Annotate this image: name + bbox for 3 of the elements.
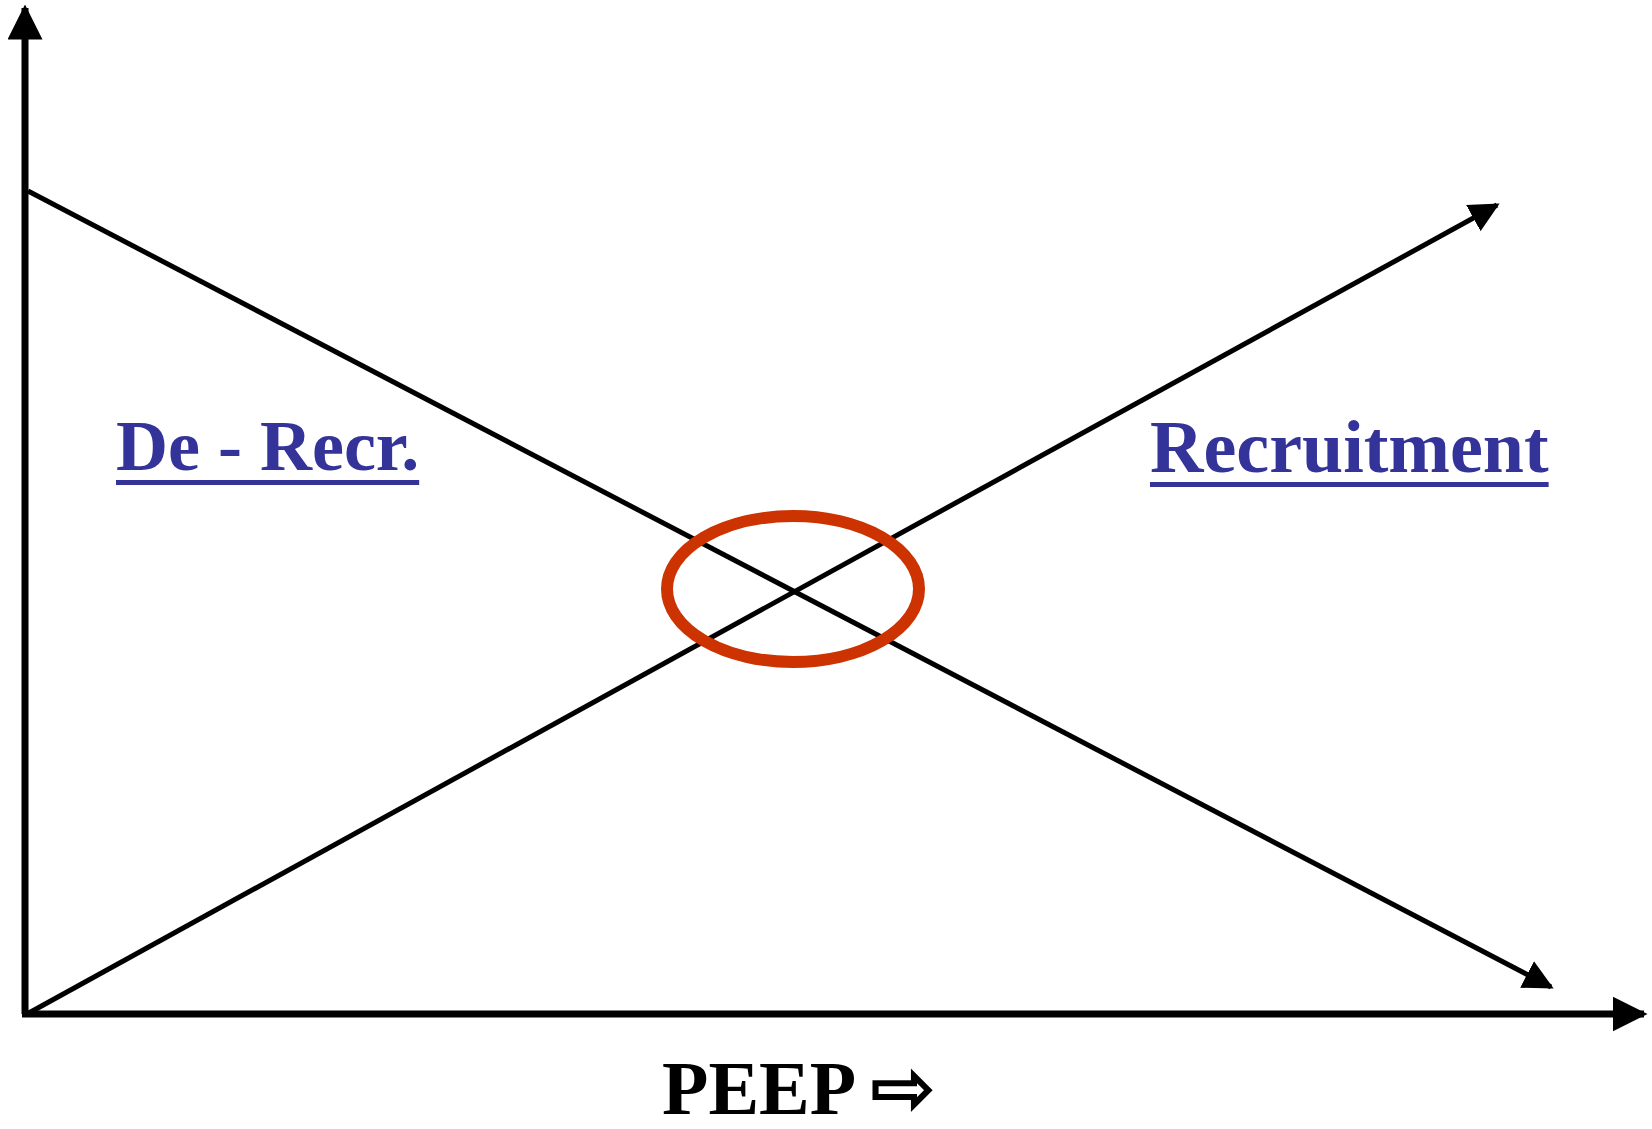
region-label: Recruitment xyxy=(1150,410,1549,484)
axis-label: PEEP ⇨ xyxy=(662,1050,936,1126)
region-label: De - Recr. xyxy=(116,410,420,482)
